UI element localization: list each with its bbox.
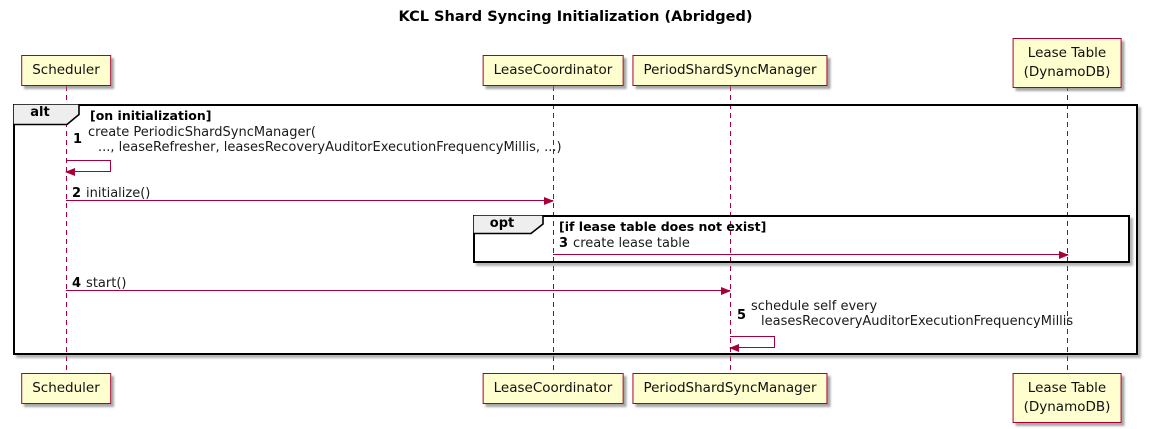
message-5-self-arrow xyxy=(729,336,775,352)
message-3-text: create lease table xyxy=(573,236,690,251)
arrowhead-right-icon xyxy=(544,196,554,205)
message-1-line1: create PeriodicShardSyncManager( xyxy=(88,125,316,140)
message-5-text: schedule self every leasesRecoveryAudito… xyxy=(751,299,1073,329)
participant-label-line2: (DynamoDB) xyxy=(1023,63,1111,80)
arrowhead-left-icon xyxy=(729,344,739,352)
lifeline-lease-coordinator xyxy=(553,86,554,373)
participant-label: LeaseCoordinator xyxy=(493,380,613,396)
arrowhead-left-icon xyxy=(65,168,75,176)
message-1-line2: ..., leaseRefresher, leasesRecoveryAudit… xyxy=(98,140,562,155)
alt-frame: alt [on initialization] xyxy=(13,104,1138,355)
message-2-label: 2 initialize() xyxy=(72,186,150,201)
participant-label: PeriodShardSyncManager xyxy=(643,380,817,396)
participant-bottom-lease-coordinator: LeaseCoordinator xyxy=(482,373,624,404)
message-1-self-arrow xyxy=(65,160,111,176)
message-4-label: 4 start() xyxy=(72,276,126,291)
participant-top-lease-coordinator: LeaseCoordinator xyxy=(482,55,624,86)
alt-frame-condition: [on initialization] xyxy=(90,108,212,123)
arrowhead-right-icon xyxy=(1059,250,1069,259)
lifeline-scheduler xyxy=(66,86,67,373)
message-4-arrow xyxy=(66,286,731,295)
lifeline-period-shard-sync-manager xyxy=(730,86,731,373)
opt-frame-label: opt xyxy=(489,216,515,231)
participant-label-line2: (DynamoDB) xyxy=(1023,398,1111,415)
frame-tab-shape xyxy=(473,215,544,235)
alt-frame-label: alt xyxy=(30,105,50,120)
participant-top-lease-table: Lease Table (DynamoDB) xyxy=(1012,38,1122,88)
alt-frame-tab: alt xyxy=(13,104,83,126)
participant-label: LeaseCoordinator xyxy=(493,62,613,78)
lifeline-lease-table xyxy=(1067,86,1068,373)
frame-tab-shape xyxy=(13,104,80,126)
participant-bottom-period-shard-sync-manager: PeriodShardSyncManager xyxy=(632,373,828,404)
participant-label: Scheduler xyxy=(32,62,100,78)
participant-label: PeriodShardSyncManager xyxy=(643,62,817,78)
message-5-line1: schedule self every xyxy=(751,299,878,314)
participant-label-line1: Lease Table xyxy=(1027,45,1107,61)
message-5-number: 5 xyxy=(737,308,747,323)
participant-label: Scheduler xyxy=(32,380,100,396)
message-4-number: 4 xyxy=(72,276,82,291)
participant-top-scheduler: Scheduler xyxy=(21,55,111,86)
message-4-text: start() xyxy=(86,276,127,291)
opt-frame-condition: [if lease table does not exist] xyxy=(559,219,767,234)
participant-top-period-shard-sync-manager: PeriodShardSyncManager xyxy=(632,55,828,86)
participant-bottom-lease-table: Lease Table (DynamoDB) xyxy=(1012,373,1122,423)
opt-frame: opt [if lease table does not exist] xyxy=(473,215,1130,263)
message-3-arrow xyxy=(553,250,1069,259)
diagram-title: KCL Shard Syncing Initialization (Abridg… xyxy=(398,9,753,25)
participant-bottom-scheduler: Scheduler xyxy=(21,373,111,404)
opt-frame-tab: opt xyxy=(473,215,547,235)
message-5-line2: leasesRecoveryAuditorExecutionFrequencyM… xyxy=(761,314,1074,329)
message-1-text: create PeriodicShardSyncManager( ..., le… xyxy=(88,125,562,155)
message-3-label: 3 create lease table xyxy=(559,236,690,251)
arrowhead-right-icon xyxy=(721,286,731,295)
message-2-number: 2 xyxy=(72,186,82,201)
message-1-number: 1 xyxy=(73,132,83,147)
message-3-number: 3 xyxy=(559,236,569,251)
message-2-arrow xyxy=(66,196,554,205)
participant-label-line1: Lease Table xyxy=(1027,380,1107,396)
message-2-text: initialize() xyxy=(86,186,151,201)
